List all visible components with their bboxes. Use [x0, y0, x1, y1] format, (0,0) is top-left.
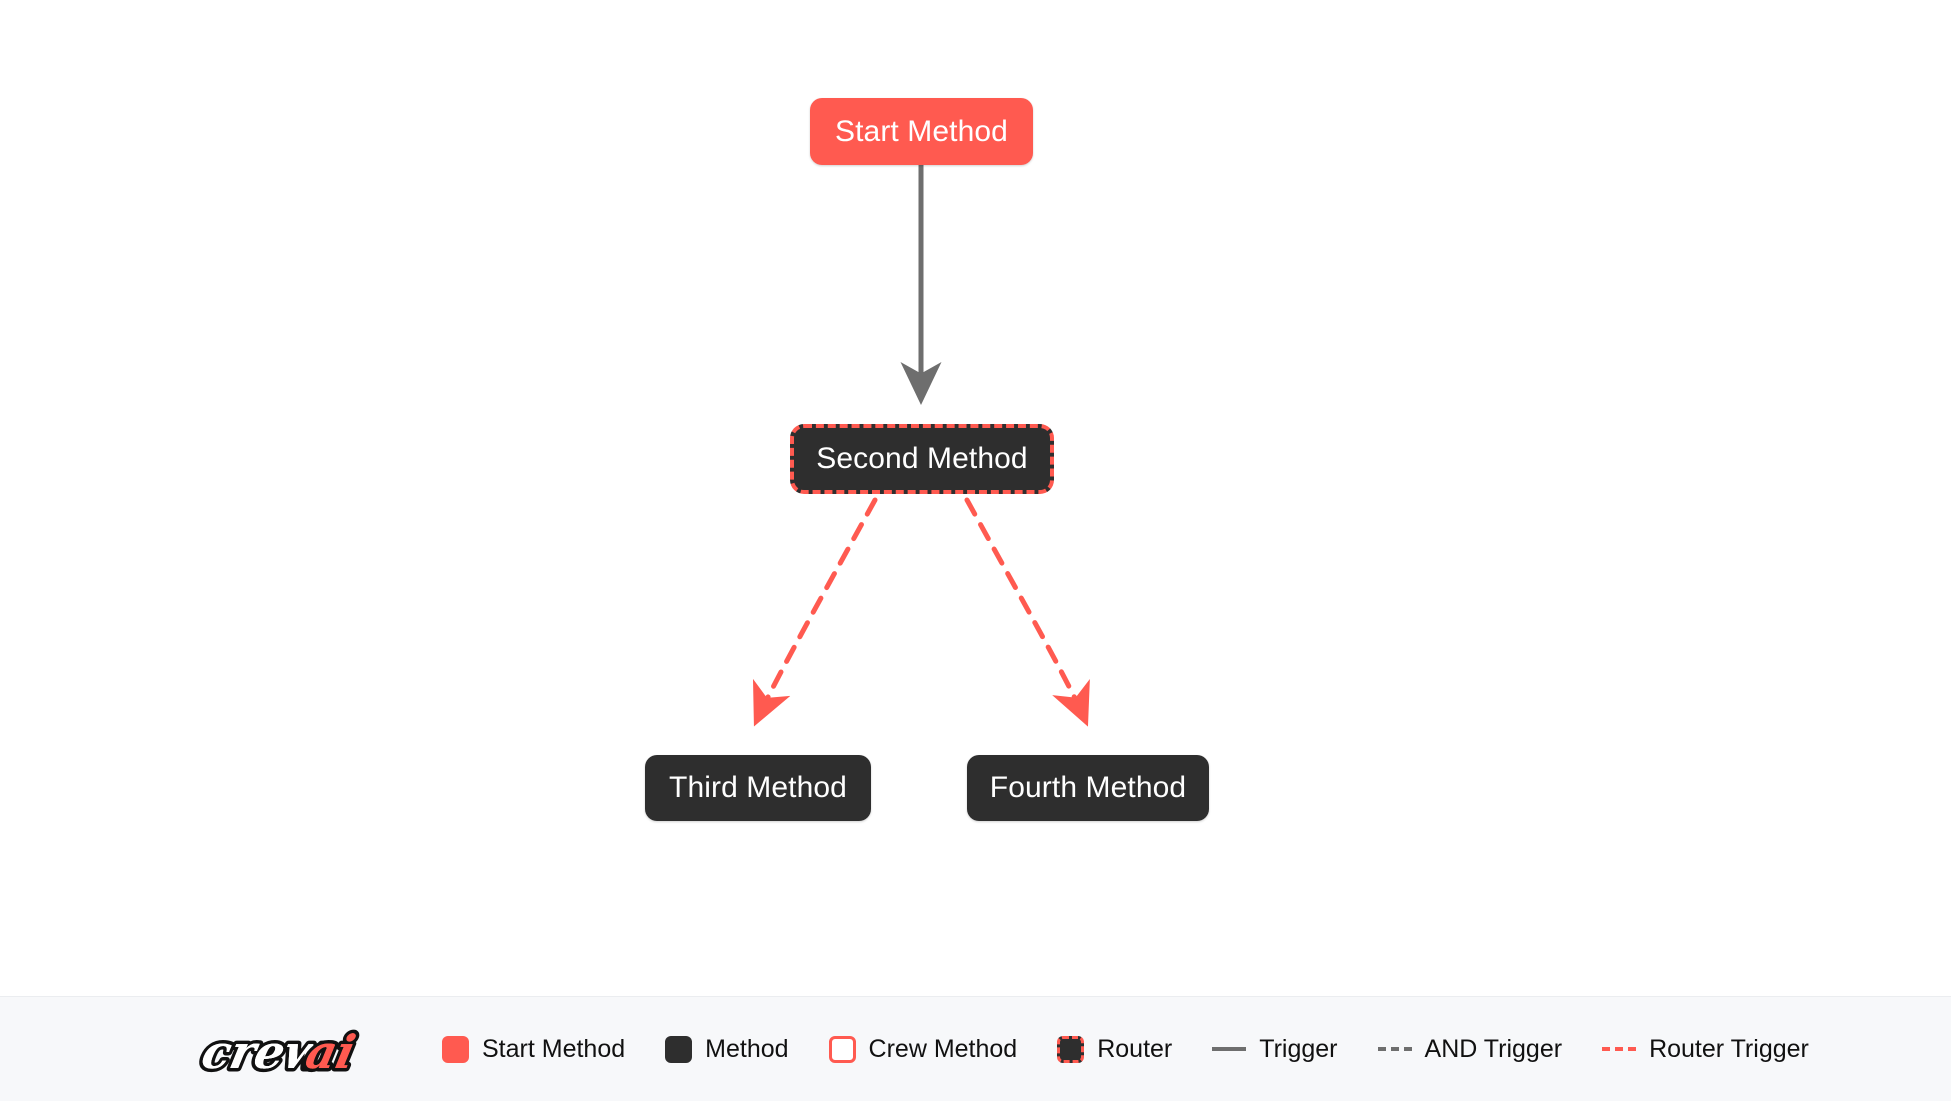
- node-third-method-label: Third Method: [669, 771, 847, 804]
- legend-item-start-method: Start Method: [442, 1035, 625, 1064]
- node-fourth-method[interactable]: Fourth Method: [967, 755, 1209, 821]
- trigger-line-icon: [1212, 1047, 1247, 1051]
- router-swatch-icon: [1057, 1035, 1085, 1063]
- legend-item-router-trigger: Router Trigger: [1602, 1035, 1809, 1064]
- node-start-method[interactable]: Start Method: [810, 98, 1033, 165]
- legend-label-method: Method: [705, 1034, 789, 1063]
- node-fourth-method-label: Fourth Method: [989, 771, 1187, 804]
- flow-canvas[interactable]: Start Method Second Method Third Method …: [0, 0, 1951, 996]
- legend-item-trigger: Trigger: [1212, 1034, 1338, 1064]
- crew-method-swatch-icon: [828, 1035, 856, 1063]
- svg-text:crew: crew: [197, 1024, 332, 1078]
- node-second-method-label: Second Method: [816, 442, 1028, 475]
- legend-label-router: Router: [1097, 1034, 1173, 1063]
- legend-item-and-trigger: AND Trigger: [1377, 1034, 1563, 1064]
- svg-text:ai: ai: [301, 1024, 360, 1078]
- svg-text:crew: crew: [197, 1024, 332, 1078]
- node-third-method[interactable]: Third Method: [645, 755, 871, 821]
- node-second-method[interactable]: Second Method: [790, 424, 1054, 494]
- start-method-swatch-icon: [442, 1035, 469, 1063]
- node-start-method-label: Start Method: [835, 114, 1008, 148]
- crewai-logo: crew crew ai ai: [194, 1021, 364, 1082]
- edge-second-to-third: [752, 497, 878, 727]
- svg-text:ai: ai: [301, 1024, 360, 1078]
- legend-bar: crew crew ai ai Start Method Method Crew…: [0, 996, 1951, 1101]
- legend-label-and-trigger: AND Trigger: [1424, 1034, 1563, 1063]
- method-swatch-icon: [665, 1035, 693, 1063]
- legend-item-crew-method: Crew Method: [828, 1034, 1018, 1064]
- legend-items: Start Method Method Crew Method Router T…: [442, 1035, 1809, 1064]
- legend-item-method: Method: [665, 1034, 789, 1064]
- legend-label-start-method: Start Method: [482, 1034, 626, 1063]
- legend-item-router: Router: [1057, 1035, 1172, 1064]
- legend-label-crew-method: Crew Method: [868, 1034, 1018, 1063]
- and-trigger-line-icon: [1377, 1047, 1412, 1051]
- legend-label-router-trigger: Router Trigger: [1649, 1034, 1809, 1063]
- edge-second-to-fourth: [964, 497, 1090, 727]
- legend-label-trigger: Trigger: [1259, 1034, 1338, 1063]
- router-trigger-line-icon: [1602, 1047, 1637, 1051]
